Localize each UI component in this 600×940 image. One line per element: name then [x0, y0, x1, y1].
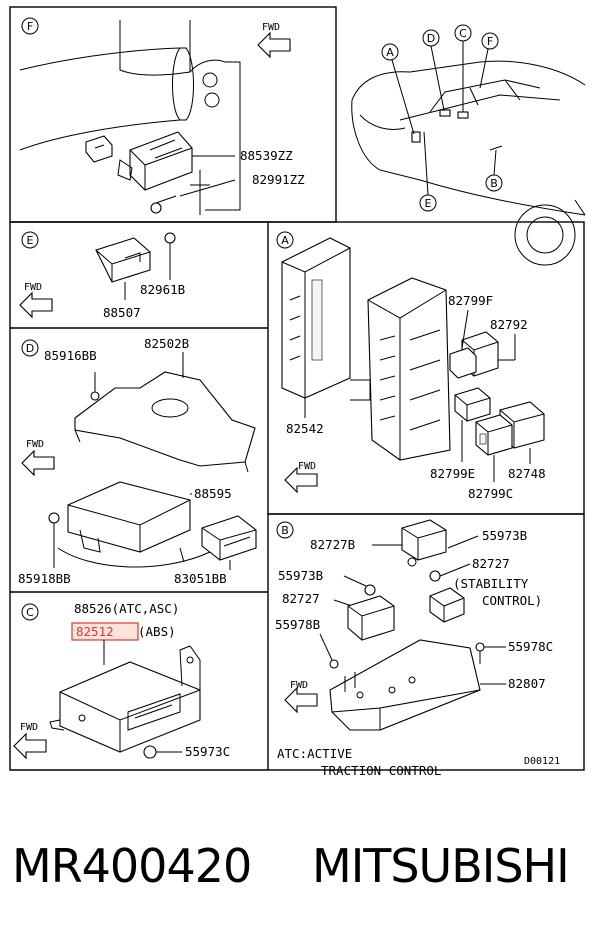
relay-88507-drawing — [95, 237, 151, 283]
part-label-82799e: 82799E — [430, 466, 475, 481]
bolt-82961b-drawing — [164, 232, 176, 280]
relay-82799e-drawing — [454, 387, 491, 422]
nut-55973b-top-drawing — [429, 570, 441, 582]
sensor-stability-drawing — [429, 587, 465, 623]
part-label-82502b: 82502B — [144, 336, 189, 351]
panel-f-fwd-label: FWD — [262, 22, 280, 33]
bolt-55978b-drawing — [329, 659, 339, 669]
part-label-88539zz: 88539ZZ — [240, 148, 293, 163]
part-label-82512: 82512 — [76, 624, 114, 639]
part-label-82727b: 82727B — [310, 537, 355, 552]
panel-e-fwd-label: FWD — [24, 282, 42, 293]
panel-c: C 88526(ATC,ASC) 82512 (ABS) 55973C FWD — [13, 601, 230, 760]
bracket-82502b-drawing — [74, 371, 256, 473]
panel-d-letter: D — [26, 342, 34, 355]
highlight-box-82512: 82512 — [71, 622, 139, 641]
panel-b: B 82727B 55973B 82727 (STABILITY CONTROL… — [275, 519, 560, 778]
part-label-55973c: 55973C — [185, 744, 230, 759]
part-label-control: CONTROL) — [482, 593, 542, 608]
panel-e: E 88507 82961B FWD — [19, 231, 185, 320]
nut-55973b-left-drawing — [364, 584, 376, 596]
part-label-82961b: 82961B — [140, 282, 185, 297]
panel-b-fwd-label: FWD — [290, 680, 308, 691]
part-label-82748: 82748 — [508, 466, 546, 481]
vehicle-drawing — [351, 60, 586, 266]
panel-a-fwd-label: FWD — [298, 461, 316, 472]
small-connector-drawing — [85, 135, 113, 163]
part-number: MR400420 — [12, 839, 252, 893]
vehicle-callout-a: A — [386, 46, 394, 59]
relay-82799c-drawing — [475, 414, 513, 456]
panel-b-letter: B — [281, 524, 289, 537]
part-label-82799f: 82799F — [448, 293, 493, 308]
bolt-drawing — [150, 195, 177, 214]
vehicle-callout-c: C — [459, 27, 467, 40]
relay-82799f-drawing — [449, 347, 477, 379]
part-label-55978b: 55978B — [275, 617, 320, 632]
diagram-code: D00121 — [524, 756, 560, 767]
module-88595-drawing — [57, 481, 211, 568]
panel-b-note-line1: ATC:ACTIVE — [277, 746, 352, 761]
panel-d-fwd-label: FWD — [26, 439, 44, 450]
panel-f-letter-circle: F — [21, 17, 39, 35]
vehicle-overview: A D C F B E — [351, 24, 586, 266]
part-label-85918bb: 85918BB — [18, 571, 71, 586]
panel-c-fwd-label: FWD — [20, 722, 38, 733]
panel-a-letter: A — [281, 234, 289, 247]
panel-c-letter: C — [26, 606, 34, 619]
bolt-85918bb-drawing — [48, 512, 60, 568]
panel-a: A 82542 — [276, 231, 546, 501]
panel-f: F FWD — [19, 17, 305, 215]
ecu-module-drawing — [49, 645, 201, 753]
part-label-88595: 88595 — [194, 486, 232, 501]
vehicle-callout-d: D — [427, 32, 435, 45]
panel-e-letter: E — [27, 234, 34, 247]
part-label-88507: 88507 — [103, 305, 141, 320]
part-label-82542: 82542 — [286, 421, 324, 436]
module-82542-drawing — [281, 237, 351, 399]
bolt-85916bb-drawing — [90, 372, 100, 401]
panel-e-fwd-arrow: FWD — [19, 282, 53, 319]
vehicle-callout-b: B — [490, 177, 498, 190]
panel-b-note-line2: TRACTION CONTROL — [321, 763, 441, 778]
part-label-82792: 82792 — [490, 317, 528, 332]
connector-83051bb-drawing — [201, 515, 257, 561]
bolt-55978c-drawing — [475, 642, 485, 664]
part-label-82991zz: 82991ZZ — [252, 172, 305, 187]
vehicle-callout-e: E — [425, 197, 432, 210]
footer: MR400420 MITSUBISHI — [0, 825, 600, 915]
junction-box-drawing — [350, 277, 451, 461]
panel-d-fwd-arrow: FWD — [21, 439, 55, 477]
panel-f-fwd-arrow: FWD — [257, 22, 291, 59]
panel-frames — [9, 6, 585, 771]
panel-c-fwd-arrow: FWD — [13, 722, 47, 760]
part-label-85916bb: 85916BB — [44, 348, 97, 363]
panel-a-fwd-arrow: FWD — [284, 461, 318, 494]
vehicle-callout-f: F — [487, 35, 493, 48]
steering-column-drawing — [19, 20, 241, 215]
sensor-82727b-drawing — [401, 519, 447, 567]
part-label-82799c: 82799C — [468, 486, 513, 501]
panel-f-letter: F — [27, 20, 33, 33]
sensor-82727-drawing — [347, 595, 395, 641]
part-label-55978c: 55978C — [508, 639, 553, 654]
brand-name: MITSUBISHI — [312, 839, 570, 893]
part-label-82727-left: 82727 — [282, 591, 320, 606]
part-label-stability: (STABILITY — [453, 576, 529, 591]
nut-55973c-drawing — [143, 745, 182, 759]
part-label-83051bb: 83051BB — [174, 571, 227, 586]
module-88539zz-drawing — [117, 131, 193, 191]
part-label-55973b-left: 55973B — [278, 568, 323, 583]
panel-b-fwd-arrow: FWD — [284, 680, 318, 714]
part-label-88526: 88526(ATC,ASC) — [74, 601, 179, 616]
part-label-55973b-top: 55973B — [482, 528, 527, 543]
bracket-82807-drawing — [329, 639, 481, 731]
part-label-82807: 82807 — [508, 676, 546, 691]
part-label-abs: (ABS) — [138, 624, 176, 639]
vehicle-callouts: A D C F B E — [381, 24, 503, 212]
part-label-82727-stability: 82727 — [472, 556, 510, 571]
panel-d: D 85916BB 82502B 885 — [18, 336, 257, 586]
